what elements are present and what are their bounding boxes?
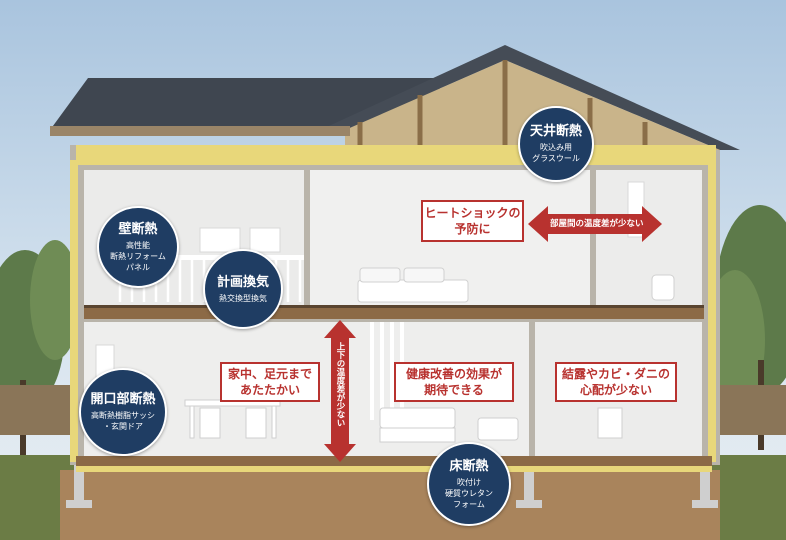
roof-right — [320, 45, 740, 150]
callout-line: あたたかい — [239, 383, 300, 397]
badge-wall-insulation: 壁断熱 高性能 断熱リフォーム パネル — [97, 206, 179, 288]
callout-line: 健康改善の効果が — [405, 367, 502, 381]
badge-subtitle: 吹付け — [457, 477, 481, 487]
fence-left — [0, 385, 70, 435]
badge-subtitle: フォーム — [453, 499, 485, 509]
badge-opening-insulation: 開口部断熱 高断熱樹脂サッシ ・玄関ドア — [79, 368, 167, 456]
callout-heatshock: ヒートショックの 予防に — [421, 200, 524, 242]
vertical-double-arrow — [324, 320, 356, 462]
bed — [357, 267, 469, 303]
room-upper-right — [596, 170, 702, 305]
ceiling-insulation — [76, 145, 716, 165]
badge-title: 壁断熱 — [118, 221, 158, 237]
fence-right — [716, 385, 786, 435]
ground-floor — [76, 456, 712, 466]
badge-subtitle: 硬質ウレタン — [445, 488, 493, 498]
badge-subtitle: 吹込み用 — [540, 143, 572, 152]
badge-subtitle: 断熱リフォーム — [110, 251, 166, 261]
callout-line: 予防に — [454, 222, 491, 236]
roof-beam — [50, 126, 350, 136]
badge-subtitle: パネル — [126, 262, 150, 272]
foundation-posts — [66, 462, 718, 508]
wall-insulation-left — [70, 160, 78, 462]
badge-subtitle: 高性能 — [126, 240, 150, 250]
callout-warm: 家中、足元まで あたたかい — [220, 362, 320, 402]
sofa — [379, 407, 519, 443]
callout-line: 心配が少ない — [579, 383, 652, 397]
callout-line: 家中、足元まで — [227, 367, 312, 381]
callout-line: 結露やカビ・ダニの — [561, 367, 670, 381]
trees-left — [0, 240, 80, 460]
badge-title: 開口部断熱 — [90, 392, 156, 407]
roof-left — [50, 78, 440, 130]
dining-set — [184, 399, 281, 439]
badge-title: 天井断熱 — [529, 124, 582, 139]
floor-insulation — [76, 466, 712, 472]
badge-title: 床断熱 — [449, 458, 489, 474]
wall-insulation-right — [708, 160, 716, 462]
badge-title: 計画換気 — [216, 274, 269, 290]
attic-structure — [345, 60, 720, 150]
badge-ceiling-insulation: 天井断熱 吹込み用 グラスウール — [518, 106, 594, 182]
horizontal-arrow-label: 部屋間の温度差が少ない — [550, 219, 644, 229]
badge-ventilation: 計画換気 熱交換型換気 — [203, 249, 283, 329]
badge-subtitle: ・玄関ドア — [103, 422, 143, 431]
badge-subtitle: 高断熱樹脂サッシ — [91, 411, 155, 420]
callout-line: ヒートショックの — [424, 206, 521, 220]
callout-line: 期待できる — [424, 383, 484, 397]
badge-floor-insulation: 床断熱 吹付け 硬質ウレタン フォーム — [427, 442, 511, 526]
horizontal-double-arrow — [528, 206, 662, 242]
badge-subtitle: グラスウール — [532, 154, 580, 163]
soil — [60, 470, 720, 540]
callout-mold: 結露やカビ・ダニの 心配が少ない — [555, 362, 677, 402]
callout-health: 健康改善の効果が 期待できる — [394, 362, 514, 402]
vertical-arrow-label: 上下の温度差が少ない — [335, 342, 345, 427]
toilet — [651, 274, 675, 301]
badge-subtitle: 熱交換型換気 — [219, 293, 267, 303]
stool — [597, 407, 623, 439]
